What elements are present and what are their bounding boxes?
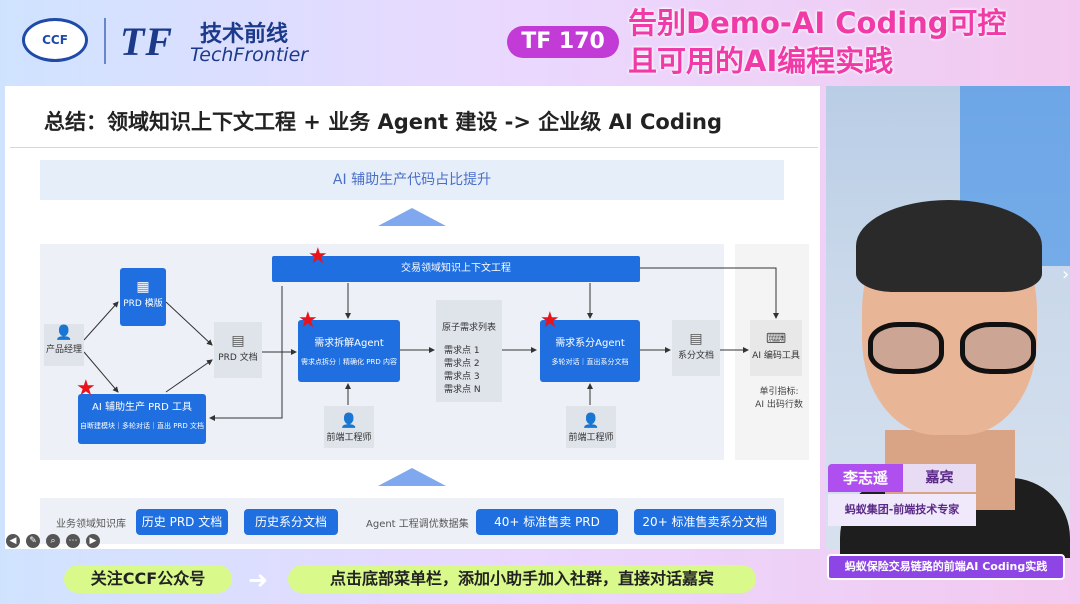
prd-template-label: PRD 模版 [123,299,163,309]
talk-title: 告别Demo-AI Coding可控 且可用的AI编程实践 [628,4,1073,80]
glasses-left-lens [868,322,944,374]
history-prd-pill: 历史 PRD 文档 [136,509,228,535]
up-arrow-icon [378,468,446,486]
standard-sys-doc-pill: 20+ 标准售卖系分文档 [634,509,776,535]
product-manager-node: 👤 产品经理 [44,324,84,366]
tuning-dataset-label: Agent 工程调优数据集 [366,519,469,530]
frontend-engineer-node: 👤 前端工程师 [324,406,374,448]
arrow-right-icon: ➜ [248,566,269,594]
star-icon: ★ [540,308,560,333]
template-icon: ▦ [136,279,150,295]
zoom-icon[interactable]: ⌕ [46,534,60,548]
north-star-value: AI 出码行数 [755,400,803,410]
document-icon: ▤ [689,331,703,347]
atomic-item: 需求点 3 [444,372,480,382]
more-icon[interactable]: ⋯ [66,534,80,548]
knowledge-base-label: 业务领域知识库 [56,519,126,530]
system-agent-title: 需求系分Agent [555,338,625,349]
talk-title-line-2: 且可用的AI编程实践 [628,44,894,78]
north-star-metric: 单引指标: AI 出码行数 [748,384,810,410]
atomic-item: 需求点 N [444,385,481,395]
prd-doc-node: ▤ PRD 文档 [214,322,262,378]
techfrontier-cn: 技术前线 [200,22,289,47]
system-doc-node: ▤ 系分文档 [672,320,720,376]
history-sys-doc-pill: 历史系分文档 [244,509,338,535]
talk-title-line-1: 告别Demo-AI Coding可控 [628,6,1007,40]
requirement-agent-title: 需求拆解Agent [314,338,384,349]
requirement-agent-sub: 需求点拆分｜精确化 PRD 内容 [301,358,397,366]
ai-prd-tool-sub: 自断建模块｜多轮对话｜直出 PRD 文档 [80,422,204,430]
requirement-breakdown-agent-node: 需求拆解Agent 需求点拆分｜精确化 PRD 内容 [298,320,400,382]
standard-prd-pill: 40+ 标准售卖 PRD [476,509,618,535]
frontend-engineer-label: 前端工程师 [568,433,614,443]
next-slide-icon[interactable]: ▶ [86,534,100,548]
ai-prd-tool-node: AI 辅助生产 PRD 工具 自断建模块｜多轮对话｜直出 PRD 文档 [78,394,206,444]
frontend-engineer-label: 前端工程师 [326,433,372,443]
techfrontier-en: TechFrontier [190,44,309,66]
techfrontier-mark: TF [120,19,174,64]
prd-doc-label: PRD 文档 [218,353,258,363]
document-icon: ▤ [231,333,245,349]
glasses-right-lens [960,322,1036,374]
product-manager-label: 产品经理 [45,345,82,355]
ai-coding-tool-node: ⌨ AI 编码工具 [750,320,802,376]
atomic-item: 需求点 2 [444,359,480,369]
speaker-role: 嘉宾 [903,464,976,492]
speaker-hair [856,200,1042,292]
up-arrow-icon [378,208,446,226]
terminal-icon: ⌨ [765,331,787,347]
speaker-org: 蚂蚁集团-前端技术专家 [828,494,976,526]
atomic-requirement-list: 原子需求列表 需求点 1 需求点 2 需求点 3 需求点 N [436,300,502,402]
prd-template-node: ▦ PRD 模版 [120,268,166,326]
ai-prd-tool-title: AI 辅助生产 PRD 工具 [91,402,192,413]
person-icon: 👤 [340,413,358,429]
system-analysis-agent-node: 需求系分Agent 多轮对话｜直出系分文档 [540,320,640,382]
star-icon: ★ [298,308,318,333]
follow-ccf-pill: 关注CCF公众号 [64,565,232,593]
top-banner: AI 辅助生产代码占比提升 [40,160,784,200]
north-star-label: 单引指标: [759,387,799,397]
pen-icon[interactable]: ✎ [26,534,40,548]
speaker-name: 李志遥 [828,464,903,492]
slide-title: 总结：领域知识上下文工程 + 业务 Agent 建设 -> 企业级 AI Cod… [44,110,723,134]
star-icon: ★ [308,244,328,269]
context-engineering-bar: 交易领域知识上下文工程 [272,256,640,282]
frontend-engineer-node: 👤 前端工程师 [566,406,616,448]
slide-title-rule [10,147,818,148]
system-agent-sub: 多轮对话｜直出系分文档 [551,358,629,366]
join-community-pill: 点击底部菜单栏，添加小助手加入社群，直接对话嘉宾 [288,565,756,593]
prev-slide-icon[interactable]: ◀ [6,534,20,548]
system-doc-label: 系分文档 [677,351,714,361]
ccf-logo: CCF [22,18,88,62]
ccf-logo-text: CCF [42,33,68,47]
atomic-item: 需求点 1 [444,346,480,356]
talk-subtitle: 蚂蚁保险交易链路的前端AI Coding实践 [827,554,1065,580]
slide-toolbar: ◀ ✎ ⌕ ⋯ ▶ [6,534,100,550]
person-icon: 👤 [55,325,73,341]
ai-coding-tool-label: AI 编码工具 [752,351,800,361]
episode-badge: TF 170 [507,26,619,58]
logo-divider [104,18,106,64]
chevron-right-icon[interactable]: › [1062,264,1070,285]
person-icon: 👤 [582,413,600,429]
atomic-list-title: 原子需求列表 [441,323,496,333]
star-icon: ★ [76,376,96,401]
